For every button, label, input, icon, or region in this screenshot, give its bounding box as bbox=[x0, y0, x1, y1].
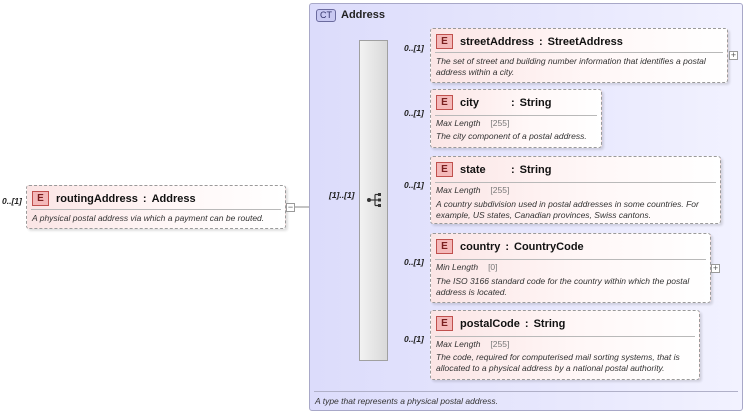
element-name: state bbox=[460, 163, 486, 176]
complex-type-title: Address bbox=[341, 9, 386, 21]
complex-type-badge-icon: CT bbox=[316, 9, 336, 22]
facet-row: Max Length [255] bbox=[436, 339, 509, 349]
expand-icon[interactable]: + bbox=[729, 50, 738, 60]
element-type: String bbox=[519, 96, 552, 109]
divider bbox=[314, 391, 738, 392]
element-badge-icon: E bbox=[436, 95, 453, 110]
facet-label: Max Length bbox=[436, 339, 481, 349]
divider bbox=[435, 182, 716, 183]
root-occurrence-label: 0..[1] bbox=[2, 196, 22, 206]
child-occurrence-label: 0..[1] bbox=[404, 43, 424, 53]
type-separator: : bbox=[505, 240, 510, 253]
element-description: A country subdivision used in postal add… bbox=[436, 199, 699, 220]
element-description: The code, required for computerised mail… bbox=[436, 352, 680, 373]
element-badge-icon: E bbox=[32, 191, 49, 206]
child-occurrence-label: 0..[1] bbox=[404, 180, 424, 190]
element-state[interactable]: E state : String Max Length [255] A count… bbox=[430, 156, 721, 224]
element-header: E country : CountryCode bbox=[436, 238, 584, 255]
facet-value: [0] bbox=[488, 262, 498, 272]
collapse-icon[interactable]: − bbox=[286, 202, 295, 212]
element-name: city bbox=[460, 96, 479, 109]
child-occurrence-label: 0..[1] bbox=[404, 108, 424, 118]
element-type: StreetAddress bbox=[547, 35, 623, 48]
divider bbox=[31, 209, 281, 210]
element-type: String bbox=[519, 163, 552, 176]
element-type: Address bbox=[151, 192, 196, 205]
type-separator: : bbox=[511, 163, 515, 176]
element-name: routingAddress bbox=[56, 192, 138, 205]
facet-value: [255] bbox=[490, 118, 510, 128]
element-header: E streetAddress : StreetAddress bbox=[436, 33, 623, 50]
element-type: CountryCode bbox=[514, 240, 584, 253]
facet-label: Max Length bbox=[436, 185, 481, 195]
type-separator: : bbox=[538, 35, 543, 48]
element-city[interactable]: E city : String Max Length [255] The city… bbox=[430, 89, 602, 148]
element-badge-icon: E bbox=[436, 162, 453, 177]
expand-icon[interactable]: + bbox=[711, 263, 720, 273]
divider bbox=[435, 52, 723, 53]
element-header: E postalCode : String bbox=[436, 315, 565, 332]
facet-label: Min Length bbox=[436, 262, 479, 272]
facet-label: Max Length bbox=[436, 118, 481, 128]
divider bbox=[435, 115, 597, 116]
element-name: postalCode bbox=[460, 317, 520, 330]
element-badge-icon: E bbox=[436, 316, 453, 331]
element-badge-icon: E bbox=[436, 239, 453, 254]
facet-row: Max Length [255] bbox=[436, 118, 509, 128]
type-separator: : bbox=[524, 317, 529, 330]
type-separator: : bbox=[511, 96, 515, 109]
divider bbox=[435, 259, 706, 260]
element-description: A physical postal address via which a pa… bbox=[32, 213, 265, 223]
facet-row: Max Length [255] bbox=[436, 185, 509, 195]
element-description: The set of street and building number in… bbox=[436, 56, 706, 77]
child-occurrence-label: 0..[1] bbox=[404, 257, 424, 267]
element-header: E city : String bbox=[436, 94, 551, 111]
complex-type-description: A type that represents a physical postal… bbox=[315, 396, 499, 406]
element-type: String bbox=[533, 317, 566, 330]
element-description: The ISO 3166 standard code for the count… bbox=[436, 276, 690, 297]
sequence-occurrence-label: [1]..[1] bbox=[329, 190, 355, 200]
element-routingAddress[interactable]: E routingAddress : Address A physical po… bbox=[26, 185, 286, 229]
child-occurrence-label: 0..[1] bbox=[404, 334, 424, 344]
element-name: streetAddress bbox=[460, 35, 534, 48]
element-description: The city component of a postal address. bbox=[436, 131, 587, 141]
element-country[interactable]: E country : CountryCode Min Length [0] Th… bbox=[430, 233, 711, 303]
element-header: E routingAddress : Address bbox=[32, 190, 196, 207]
facet-row: Min Length [0] bbox=[436, 262, 498, 272]
facet-value: [255] bbox=[490, 185, 510, 195]
divider bbox=[435, 336, 695, 337]
element-name: country bbox=[460, 240, 501, 253]
element-header: E state : String bbox=[436, 161, 551, 178]
facet-value: [255] bbox=[490, 339, 510, 349]
element-badge-icon: E bbox=[436, 34, 453, 49]
sequence-icon bbox=[367, 193, 381, 207]
element-postalCode[interactable]: E postalCode : String Max Length [255] Th… bbox=[430, 310, 700, 380]
type-separator: : bbox=[142, 192, 147, 205]
element-streetAddress[interactable]: E streetAddress : StreetAddress The set … bbox=[430, 28, 728, 83]
